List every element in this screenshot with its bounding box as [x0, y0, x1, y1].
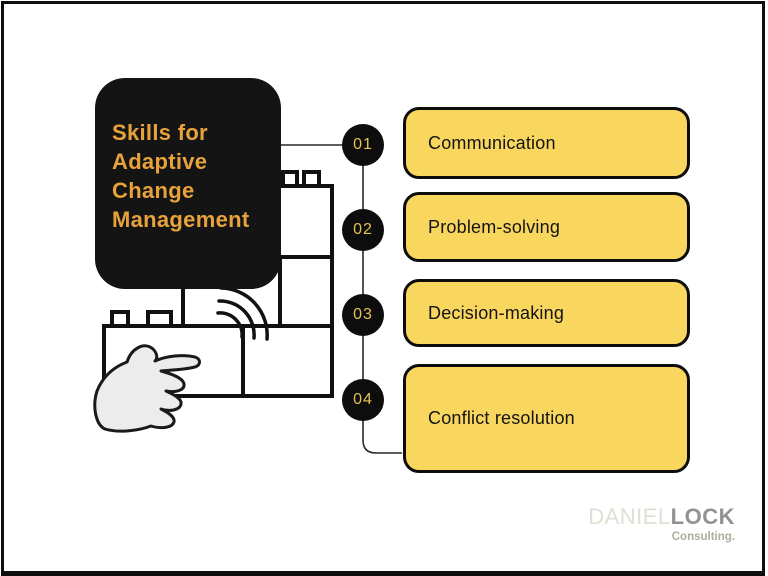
brand-name-light: DANIEL — [588, 504, 671, 529]
snap-waves-icon — [216, 286, 269, 341]
brick-stud — [302, 170, 321, 188]
lego-brick — [278, 255, 334, 328]
skill-card-decision-making: Decision-making — [403, 279, 690, 347]
step-number-badge-4: 04 — [342, 379, 384, 421]
skill-card-problem-solving: Problem-solving — [403, 192, 690, 262]
brick-stud — [281, 170, 299, 188]
step-number: 04 — [353, 391, 373, 408]
pointing-hand-icon — [93, 344, 201, 433]
brand-logo: DANIELLOCK Consulting. — [588, 506, 735, 544]
brand-tagline: Consulting. — [671, 531, 735, 543]
skill-label: Communication — [428, 132, 556, 153]
brand-name-bold: LOCK — [670, 504, 735, 529]
step-number: 03 — [353, 306, 373, 323]
skill-label: Problem-solving — [428, 216, 561, 237]
brand-name: DANIELLOCK — [588, 506, 735, 528]
step-number-badge-2: 02 — [342, 209, 384, 251]
skill-label: Decision-making — [428, 302, 565, 323]
brick-stud — [110, 310, 130, 328]
step-number: 01 — [353, 136, 373, 153]
step-number-badge-3: 03 — [342, 294, 384, 336]
skill-card-conflict-resolution: Conflict resolution — [403, 364, 690, 473]
title-card: Skills for Adaptive Change Management — [95, 78, 281, 289]
step-number-badge-1: 01 — [342, 124, 384, 166]
timeline-connector — [280, 144, 402, 454]
page-title: Skills for Adaptive Change Management — [112, 120, 250, 232]
skill-label: Conflict resolution — [428, 408, 575, 428]
lego-brick — [241, 324, 334, 398]
brick-stud — [146, 310, 173, 328]
skill-card-communication: Communication — [403, 107, 690, 179]
step-number: 02 — [353, 221, 373, 238]
